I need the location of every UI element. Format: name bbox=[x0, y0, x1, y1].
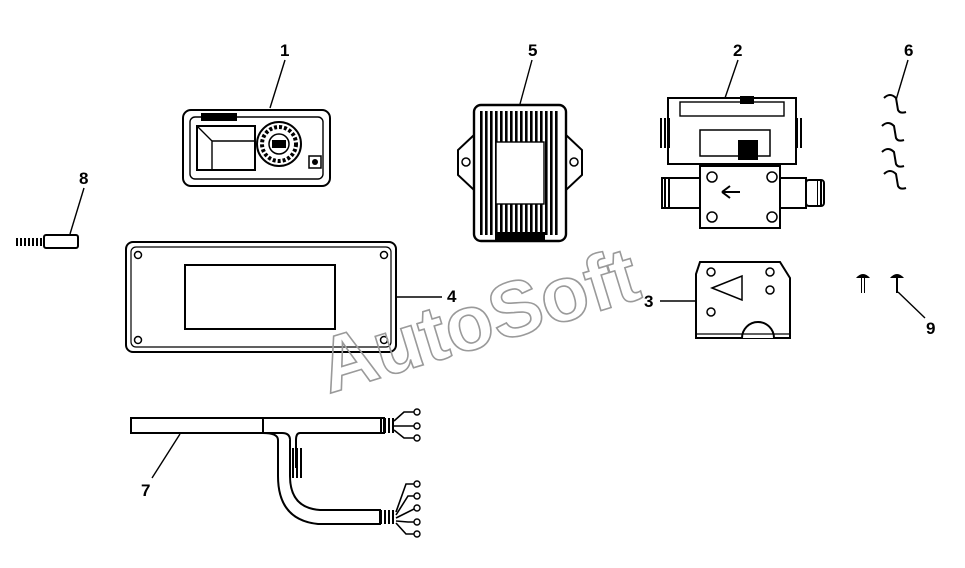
part-2-valve-assembly bbox=[660, 96, 825, 229]
callout-3: 3 bbox=[644, 292, 653, 311]
part-9-screws bbox=[856, 274, 904, 293]
callout-1: 1 bbox=[280, 41, 289, 60]
part-1-control-panel bbox=[182, 109, 331, 187]
callout-4: 4 bbox=[447, 287, 457, 306]
part-5-finned-module bbox=[457, 103, 583, 243]
callout-9: 9 bbox=[926, 319, 935, 338]
part-4-gasket bbox=[125, 241, 397, 353]
callout-6: 6 bbox=[904, 41, 913, 60]
leader-lines bbox=[69, 59, 926, 479]
part-7-wiring-harness bbox=[130, 408, 421, 538]
part-6-spring-clips bbox=[881, 94, 907, 190]
callout-8: 8 bbox=[79, 169, 88, 188]
callout-5: 5 bbox=[528, 41, 537, 60]
part-3-mounting-bracket bbox=[695, 261, 791, 339]
callout-2: 2 bbox=[733, 41, 742, 60]
callout-7: 7 bbox=[141, 481, 150, 500]
part-8-bolt bbox=[14, 234, 79, 249]
